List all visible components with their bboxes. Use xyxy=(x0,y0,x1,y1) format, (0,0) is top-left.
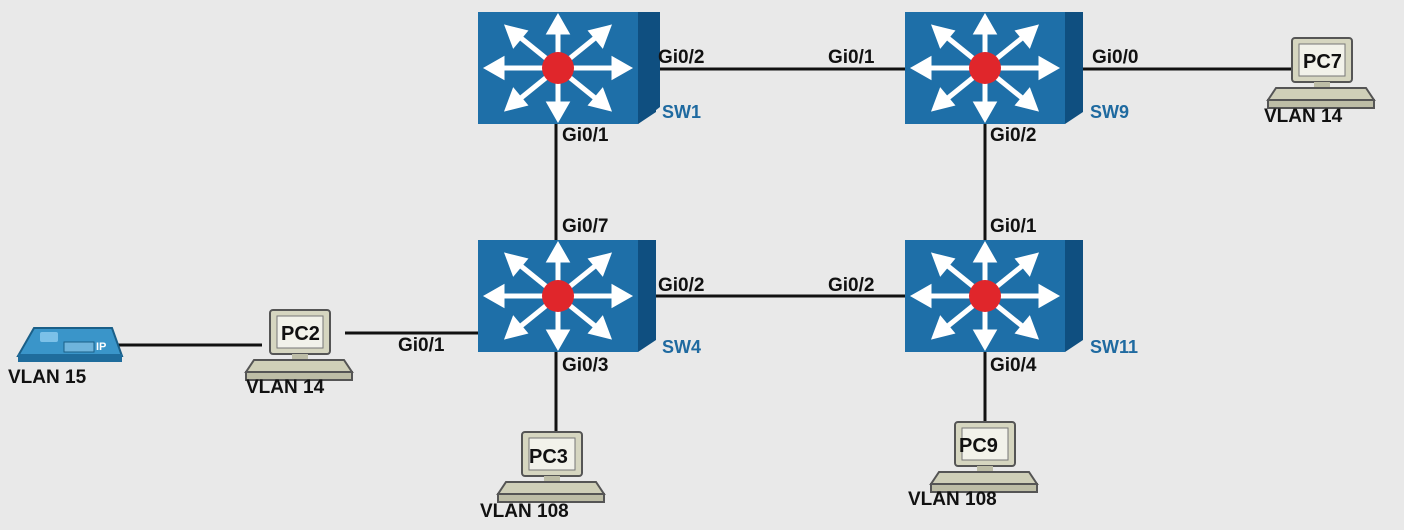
phone-badge: IP xyxy=(96,341,106,353)
pc3-vlan: VLAN 108 xyxy=(480,501,569,522)
if-sw9-to-sw11: Gi0/2 xyxy=(990,125,1037,146)
pc2-computer-icon[interactable] xyxy=(240,308,358,388)
pc9-vlan: VLAN 108 xyxy=(908,489,997,510)
pc7-computer-icon[interactable] xyxy=(1262,36,1380,116)
if-sw4-to-pc3: Gi0/3 xyxy=(562,355,609,376)
if-sw9-to-sw1: Gi0/1 xyxy=(828,47,875,68)
sw1-switch-icon[interactable] xyxy=(478,12,660,124)
if-sw11-to-sw9: Gi0/1 xyxy=(990,216,1037,237)
sw9-switch-icon[interactable] xyxy=(905,12,1087,124)
pc9-computer-icon[interactable] xyxy=(925,420,1043,500)
if-sw1-to-sw9: Gi0/2 xyxy=(658,47,705,68)
if-sw4-to-sw11: Gi0/2 xyxy=(658,275,705,296)
pc2-name: PC2 xyxy=(281,323,320,345)
pc7-vlan: VLAN 14 xyxy=(1264,106,1343,127)
if-sw4-to-pc2: Gi0/1 xyxy=(398,335,445,356)
if-sw9-to-pc7: Gi0/0 xyxy=(1092,47,1139,68)
sw9-label: SW9 xyxy=(1090,102,1130,122)
pc3-name: PC3 xyxy=(529,446,568,468)
sw4-label: SW4 xyxy=(662,337,702,357)
pc7-name: PC7 xyxy=(1303,51,1342,73)
sw11-switch-icon[interactable] xyxy=(905,240,1087,352)
pc9-name: PC9 xyxy=(959,435,998,457)
if-sw11-to-pc9: Gi0/4 xyxy=(990,355,1037,376)
ip-phone-icon[interactable]: IP xyxy=(14,324,124,364)
if-sw11-to-sw4: Gi0/2 xyxy=(828,275,875,296)
if-sw4-to-sw1: Gi0/7 xyxy=(562,216,609,237)
sw11-label: SW11 xyxy=(1090,337,1139,357)
pc2-vlan: VLAN 14 xyxy=(246,377,325,398)
sw1-label: SW1 xyxy=(662,102,702,122)
pc3-computer-icon[interactable] xyxy=(492,430,610,510)
if-sw1-to-sw4: Gi0/1 xyxy=(562,125,609,146)
sw4-switch-icon[interactable] xyxy=(478,240,660,352)
phone-vlan: VLAN 15 xyxy=(8,367,87,388)
